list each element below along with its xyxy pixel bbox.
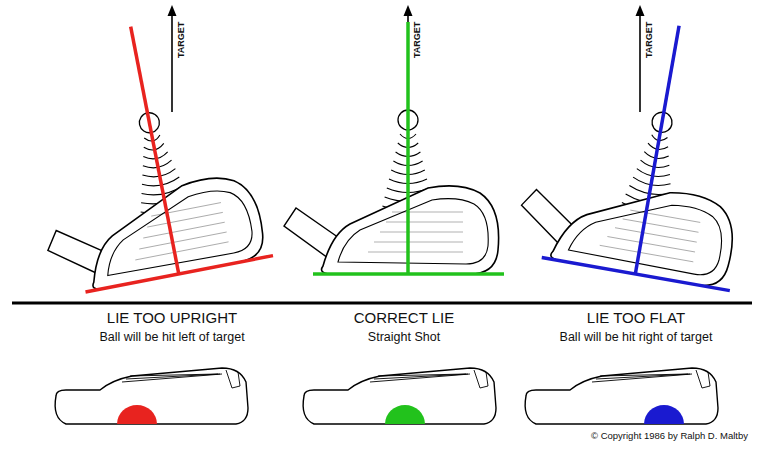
sole-line — [86, 256, 273, 292]
face-normal-line — [635, 26, 679, 274]
face-normal-line — [406, 22, 410, 274]
lie-result: Straight Shot — [368, 331, 440, 345]
sole-view — [303, 368, 496, 424]
target-arrow — [168, 5, 177, 112]
target-label: TARGET — [645, 22, 655, 58]
lie-result: Ball will be hit right of target — [560, 331, 713, 345]
copyright-note: © Copyright 1986 by Ralph D. Maltby — [591, 431, 748, 441]
target-arrow — [636, 5, 645, 112]
sole-view — [525, 368, 718, 424]
club-head — [9, 8, 273, 297]
wear-patch — [644, 405, 684, 424]
ground-line — [12, 302, 752, 305]
wear-patch — [385, 405, 425, 424]
face-normal-line — [131, 27, 179, 274]
club-head — [284, 22, 504, 274]
club-head — [513, 4, 761, 290]
lie-heading: CORRECT LIE — [354, 310, 455, 327]
target-label: TARGET — [413, 22, 423, 58]
target-label: TARGET — [177, 22, 187, 58]
lie-result: Ball will be hit left of target — [99, 331, 244, 345]
lie-heading: LIE TOO FLAT — [587, 310, 685, 327]
sole-view — [55, 368, 248, 424]
lie-heading: LIE TOO UPRIGHT — [107, 310, 237, 327]
wear-patch — [117, 405, 157, 424]
